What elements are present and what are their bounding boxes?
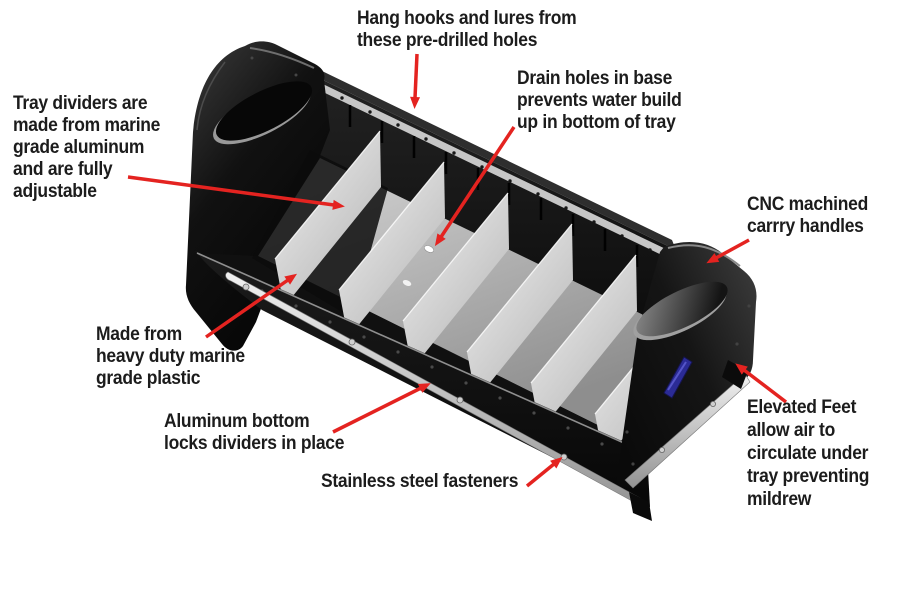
arrow-tray-dividers <box>127 175 345 210</box>
right-screws <box>659 400 717 453</box>
pre-drilled-hole-strip <box>298 73 672 259</box>
annotation-aluminum-bottom: Aluminum bottom locks dividers in place <box>164 411 345 454</box>
arrow-cnc-handles <box>706 238 750 264</box>
blue-label <box>663 356 693 399</box>
arrow-aluminum-bottom <box>332 383 431 434</box>
divider <box>338 161 445 338</box>
back-wall <box>293 57 676 332</box>
divider <box>274 130 381 307</box>
drain-holes <box>402 245 434 287</box>
right-end-panel <box>616 242 757 489</box>
arrow-elevated-feet <box>735 363 788 404</box>
annotation-hang-holes: Hang hooks and lures from these pre-dril… <box>357 8 577 51</box>
aluminum-bottom-strip <box>225 271 644 508</box>
annotation-elevated-feet: Elevated Feet allow air to circulate und… <box>747 397 870 510</box>
arrow-hang-holes <box>410 53 421 109</box>
arrow-stainless-fasteners <box>525 457 563 488</box>
pre-drilled-holes <box>312 82 652 252</box>
elevated-foot <box>722 360 748 389</box>
right-rivets <box>625 304 751 466</box>
arrow-drain-holes <box>434 126 516 247</box>
front-wall <box>195 251 652 521</box>
divider <box>466 223 573 400</box>
right-aluminum-strip <box>624 373 751 489</box>
left-handle-cutout <box>215 81 313 141</box>
annotation-cnc-handles: CNC machined carrry handles <box>747 194 869 237</box>
annotation-stainless-fasteners: Stainless steel fasteners <box>321 471 519 492</box>
tray-dividers <box>274 130 701 462</box>
arrow-marine-plastic <box>205 273 298 339</box>
annotation-tray-dividers: Tray dividers are made from marine grade… <box>13 93 161 202</box>
annotation-drain-holes: Drain holes in base prevents water build… <box>517 68 682 133</box>
annotation-marine-plastic: Made from heavy duty marine grade plasti… <box>96 324 245 389</box>
right-handle-cutout <box>636 281 728 337</box>
divider <box>402 192 509 369</box>
front-foot <box>629 492 652 521</box>
divider <box>530 254 637 431</box>
divider-slots <box>348 105 639 267</box>
